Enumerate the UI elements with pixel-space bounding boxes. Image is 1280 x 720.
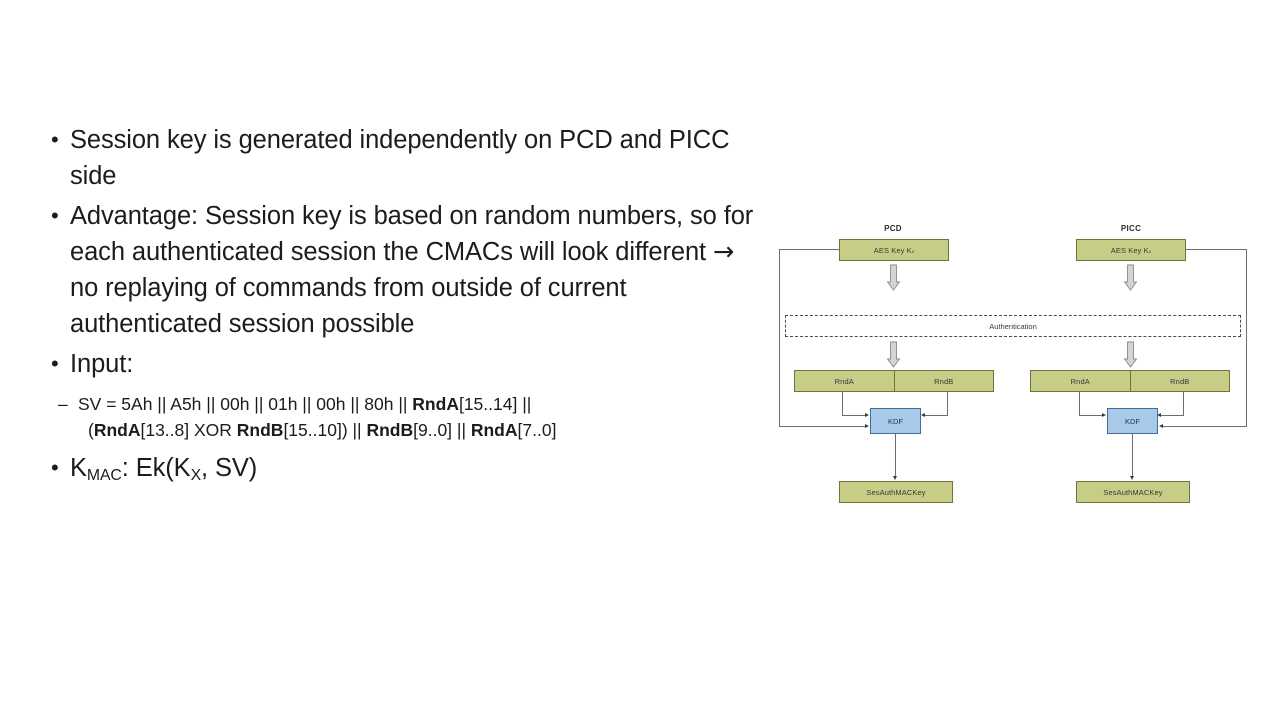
- pcd-arrow-down-to-rnd: [886, 341, 901, 368]
- bullet-session-key: • Session key is generated independently…: [48, 122, 768, 194]
- kmac-base: K: [70, 454, 87, 482]
- bullet-advantage: • Advantage: Session key is based on rand…: [48, 198, 768, 342]
- picc-rndb-wire-v: [1183, 392, 1184, 415]
- pcd-rndb-label: RndB: [934, 376, 954, 386]
- bullet-marker: •: [51, 455, 59, 480]
- picc-aes-key-label: AES Key K: [1110, 245, 1149, 255]
- sv-xor-text: [13..8] XOR: [140, 420, 237, 440]
- pcd-rnda-arrowhead: [865, 412, 869, 417]
- picc-rndb-label: RndB: [1170, 376, 1190, 386]
- picc-key-wire-arrowhead: [1159, 423, 1163, 428]
- slide-text-content: • Session key is generated independently…: [48, 122, 768, 494]
- bullet-text-after-arrow: no replaying of commands from outside of…: [70, 274, 627, 338]
- sub-bullet-marker: –: [58, 394, 68, 414]
- right-arrow-icon: →: [713, 237, 735, 267]
- sub-bullet-sv-formula: – SV = 5Ah || A5h || 00h || 01h || 00h |…: [48, 391, 768, 443]
- picc-rnda-wire-v: [1079, 392, 1080, 415]
- picc-rndb-wire-h: [1159, 415, 1184, 416]
- picc-kdf-label: KDF: [1125, 416, 1140, 426]
- picc-sesauthmackey-label: SesAuthMACKey: [1103, 487, 1163, 497]
- picc-arrow-down-to-rnd: [1123, 341, 1138, 368]
- bullet-text-before-arrow: Advantage: Session key is based on rando…: [70, 202, 754, 266]
- sv-formula-line-1: SV = 5Ah || A5h || 00h || 01h || 00h || …: [78, 391, 768, 417]
- picc-rnda-label: RndA: [1031, 371, 1131, 391]
- bullet-text: Session key is generated independently o…: [70, 126, 730, 190]
- pcd-rnda-wire-h: [842, 415, 867, 416]
- sv-open-paren: (: [88, 420, 94, 440]
- picc-key-wire-top: [1185, 249, 1247, 250]
- bullet-marker: •: [51, 127, 59, 152]
- pcd-kdf-output-arrowhead: [892, 476, 897, 480]
- pcd-arrow-down-to-authentication: [886, 264, 901, 291]
- picc-sesauthmackey-box: SesAuthMACKey: [1076, 481, 1190, 503]
- picc-kdf-output-arrowhead: [1129, 476, 1134, 480]
- pcd-sesauthmackey-box: SesAuthMACKey: [839, 481, 953, 503]
- pcd-rnda-wire-v: [842, 392, 843, 415]
- picc-key-wire-bottom: [1161, 426, 1247, 427]
- pcd-rnd-box: RndA RndB: [794, 370, 994, 392]
- kx-subscript: X: [190, 467, 202, 485]
- pcd-aes-key-subscript: x: [911, 248, 915, 254]
- pcd-rndb-wire-v: [947, 392, 948, 415]
- rnda-token: RndA: [93, 420, 141, 440]
- sv-range: [7..0]: [517, 420, 557, 440]
- rnda-token: RndA: [412, 394, 459, 414]
- sv-range: [15..14] ||: [458, 394, 532, 414]
- picc-rndb-arrowhead: [1157, 412, 1161, 417]
- bullet-text: Input:: [70, 350, 134, 378]
- bullet-kmac: • KMAC: Ek(KX, SV): [48, 450, 768, 490]
- sv-range: [9..0] ||: [413, 420, 471, 440]
- picc-aes-key-subscript: x: [1148, 248, 1152, 254]
- kmac-rest-a: : Ek(K: [121, 454, 191, 482]
- pcd-key-wire-arrowhead: [865, 423, 869, 428]
- rndb-token: RndB: [366, 420, 414, 440]
- picc-kdf-box: KDF: [1107, 408, 1158, 434]
- bullet-marker: •: [51, 203, 59, 228]
- picc-rnda-wire-h: [1079, 415, 1104, 416]
- pcd-key-wire-left: [779, 249, 780, 426]
- authentication-label: Authentication: [989, 321, 1037, 331]
- picc-rnda-arrowhead: [1102, 412, 1106, 417]
- authentication-band: Authentication: [785, 315, 1241, 337]
- pcd-aes-key-label: AES Key K: [873, 245, 912, 255]
- pcd-kdf-output-wire: [895, 434, 896, 478]
- pcd-rndb-arrowhead: [921, 412, 925, 417]
- kmac-subscript: MAC: [86, 467, 122, 485]
- pcd-rndb-wire-h: [923, 415, 948, 416]
- sv-range: [15..10]) ||: [283, 420, 367, 440]
- sv-text: SV = 5Ah || A5h || 00h || 01h || 00h || …: [78, 394, 413, 414]
- pcd-kdf-label: KDF: [888, 416, 903, 426]
- rnda-token: RndA: [470, 420, 518, 440]
- bullet-input: • Input:: [48, 346, 768, 382]
- sv-formula-line-2: (RndA[13..8] XOR RndB[15..10]) || RndB[9…: [78, 417, 768, 443]
- pcd-key-wire-bottom: [779, 426, 867, 427]
- pcd-kdf-box: KDF: [870, 408, 921, 434]
- picc-rnd-box: RndA RndB: [1030, 370, 1230, 392]
- bullet-marker: •: [51, 351, 59, 376]
- picc-arrow-down-to-authentication: [1123, 264, 1138, 291]
- diagram-label-picc: PICC: [1120, 224, 1142, 233]
- diagram-label-pcd: PCD: [884, 224, 902, 233]
- pcd-key-wire-top: [779, 249, 840, 250]
- kmac-rest-b: , SV): [201, 454, 258, 482]
- rndb-token: RndB: [236, 420, 284, 440]
- pcd-sesauthmackey-label: SesAuthMACKey: [866, 487, 926, 497]
- picc-kdf-output-wire: [1132, 434, 1133, 478]
- picc-key-wire-right: [1246, 249, 1247, 426]
- pcd-rnda-label: RndA: [795, 371, 895, 391]
